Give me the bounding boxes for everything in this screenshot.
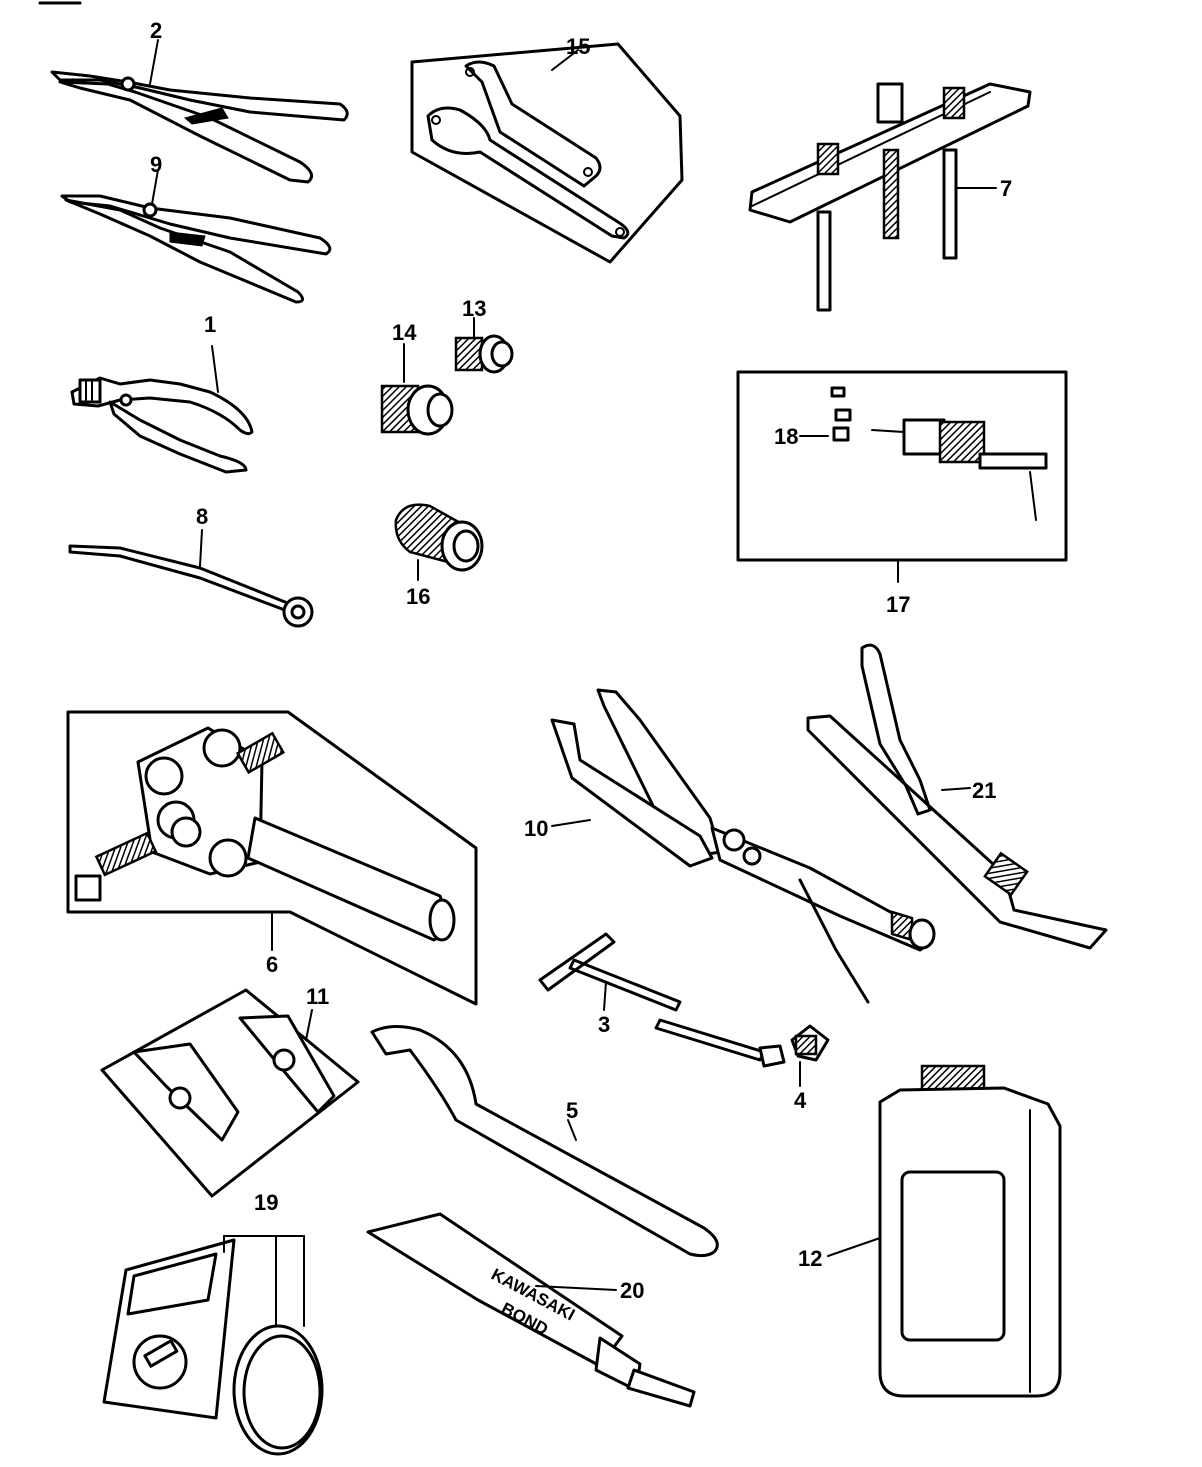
callout-6: 6 (266, 952, 278, 977)
tool-7-puller (748, 82, 1032, 312)
callout-2: 2 (150, 18, 162, 43)
callout-12: 12 (798, 1246, 822, 1271)
callout-7: 7 (1000, 176, 1012, 201)
callout-4: 4 (794, 1088, 807, 1113)
tool-17-kit-box (736, 370, 1068, 583)
tool-5-c-spanner (370, 1025, 719, 1258)
tool-8-rod (68, 529, 314, 628)
callout-15: 15 (566, 34, 590, 59)
tool-6-holder-box (66, 710, 478, 1006)
tool-4-cone (790, 1024, 830, 1087)
tool-20-bond-tube (366, 1212, 696, 1408)
tool-1-pliers (70, 345, 254, 474)
tool-19-multimeter (102, 1235, 324, 1456)
tool-15-wrench-plate (410, 42, 684, 264)
callout-19: 19 (254, 1190, 278, 1215)
callout-14: 14 (392, 320, 417, 345)
callout-5: 5 (566, 1098, 578, 1123)
tool-2-circlip-pliers (50, 39, 349, 184)
callout-16: 16 (406, 584, 430, 609)
tool-13-adapter (454, 317, 514, 374)
callout-11: 11 (306, 984, 329, 1009)
callout-3: 3 (598, 1012, 610, 1037)
callout-1: 1 (204, 312, 216, 337)
callout-8: 8 (196, 504, 208, 529)
tool-11-plug-box (100, 988, 360, 1198)
tool-10-locking-pliers (550, 688, 936, 1004)
callout-18: 18 (774, 424, 798, 449)
callout-10: 10 (524, 816, 548, 841)
callout-9: 9 (150, 152, 162, 177)
tool-16-adapter (394, 503, 484, 581)
tool-9-circlip-pliers (60, 169, 332, 304)
tool-21-hook-tool (806, 643, 1108, 950)
tool-12-bottle (827, 1064, 1062, 1398)
callout-13: 13 (462, 296, 486, 321)
tool-14-adapter (380, 343, 454, 436)
callout-17: 17 (886, 592, 910, 617)
callout-20: 20 (620, 1278, 644, 1303)
tool-3-t-handle (538, 932, 786, 1068)
callout-21: 21 (972, 778, 996, 803)
